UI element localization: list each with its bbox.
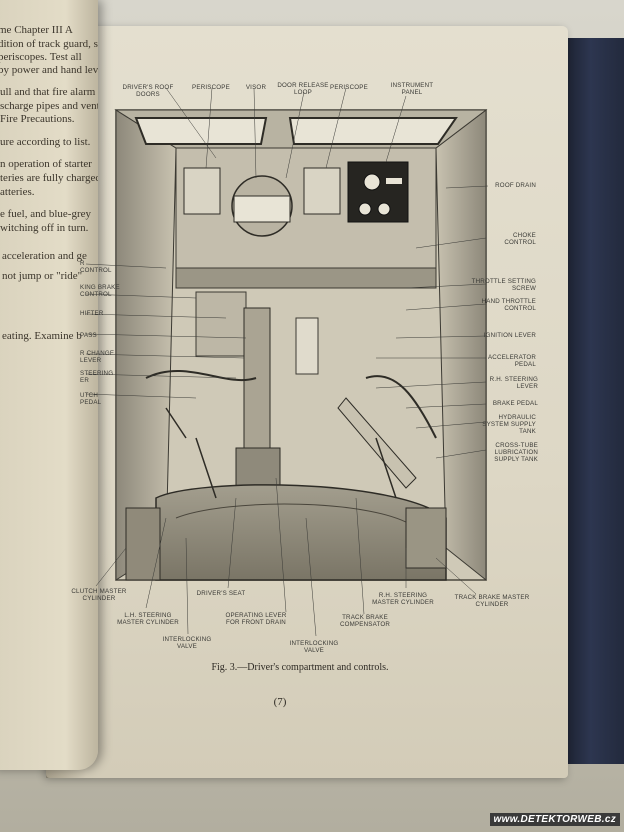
label-steering-lever: STEERING ER xyxy=(80,370,114,384)
left-text-line: witching off in turn. xyxy=(0,222,89,234)
left-text-line: n operation of starter xyxy=(0,158,92,170)
page-number: (7) xyxy=(273,696,287,708)
label-shifter: HIFTER xyxy=(80,310,104,317)
label-bypass: PASS xyxy=(80,332,97,339)
left-text-line: acceleration and ge xyxy=(2,250,87,262)
left-text-line: periscopes. Test all xyxy=(0,51,82,63)
left-text-line: ull and that fire alarm xyxy=(0,86,96,98)
label-track-brake-compensator: TRACK BRAKE COMPENSATOR xyxy=(339,614,391,628)
label-visor: VISOR xyxy=(245,84,267,91)
label-hand-throttle-control: HAND THROTTLE CONTROL xyxy=(481,298,536,312)
label-choke-control: CHOKE CONTROL xyxy=(504,232,536,246)
label-throttle-setting-screw: THROTTLE SETTING SCREW xyxy=(471,278,536,292)
label-gear-change-lever: R CHANGE LEVER xyxy=(80,350,115,364)
label-ignition-lever: IGNITION LEVER xyxy=(483,332,536,339)
drivers-compartment-illustration xyxy=(85,87,489,637)
label-parking-brake-control: KING BRAKE CONTROL xyxy=(80,284,120,298)
watermark: www.DETEKTORWEB.cz xyxy=(489,813,620,826)
label-instrument-panel: INSTRUMENT PANEL xyxy=(390,82,434,96)
label-clutch-master-cylinder: CLUTCH MASTER CYLINDER xyxy=(71,588,127,602)
label-interlocking-valve-left: INTERLOCKING VALVE xyxy=(162,636,212,650)
label-r-control: R CONTROL xyxy=(80,260,112,274)
left-text-line: e fuel, and blue-grey xyxy=(0,208,92,220)
label-operating-lever-front-drain: OPERATING LEVER FOR FRONT DRAIN xyxy=(225,612,287,626)
label-drivers-seat: DRIVER'S SEAT xyxy=(196,590,246,597)
label-track-brake-master-cylinder: TRACK BRAKE MASTER CYLINDER xyxy=(454,594,530,608)
left-text-line: me Chapter III A xyxy=(0,24,73,36)
left-text-line: teries are fully charged. xyxy=(0,172,98,184)
left-text-line: not jump or "ride" xyxy=(2,270,83,282)
label-hydraulic-supply-tank: HYDRAULIC SYSTEM SUPPLY TANK xyxy=(482,414,536,435)
label-brake-pedal: BRAKE PEDAL xyxy=(492,400,538,407)
left-page: me Chapter III A dition of track guard, … xyxy=(0,0,98,770)
left-text-line: ure according to list. xyxy=(0,136,91,148)
label-rh-steering-lever: R.H. STEERING LEVER xyxy=(489,376,538,390)
left-text-line: dition of track guard, sto xyxy=(0,38,98,50)
label-clutch-pedal: UTCH PEDAL xyxy=(80,392,102,406)
left-text-line: by power and hand lever. xyxy=(0,64,98,76)
label-periscope-left: PERISCOPE xyxy=(192,84,230,91)
label-lh-steering-master-cylinder: L.H. STEERING MASTER CYLINDER xyxy=(117,612,179,626)
left-text-line: scharge pipes and vent xyxy=(0,100,98,112)
label-drivers-roof-doors: DRIVER'S ROOF DOORS xyxy=(122,84,174,98)
label-door-release-loop: DOOR RELEASE LOOP xyxy=(277,82,329,96)
label-rh-steering-master-cylinder: R.H. STEERING MASTER CYLINDER xyxy=(372,592,434,606)
label-interlocking-valve-right: INTERLOCKING VALVE xyxy=(289,640,339,654)
label-roof-drain: ROOF DRAIN xyxy=(495,182,536,189)
label-accelerator-pedal: ACCELERATOR PEDAL xyxy=(487,354,536,368)
left-text-line: eating. Examine b xyxy=(2,330,82,342)
label-periscope-right: PERISCOPE xyxy=(330,84,368,91)
left-text-line: atteries. xyxy=(0,186,35,198)
label-cross-tube-lubrication-tank: CROSS-TUBE LUBRICATION SUPPLY TANK xyxy=(494,442,538,463)
figure-caption: Fig. 3.—Driver's compartment and control… xyxy=(211,662,389,673)
book-cover xyxy=(568,38,624,764)
left-text-line: Fire Precautions. xyxy=(0,113,75,125)
